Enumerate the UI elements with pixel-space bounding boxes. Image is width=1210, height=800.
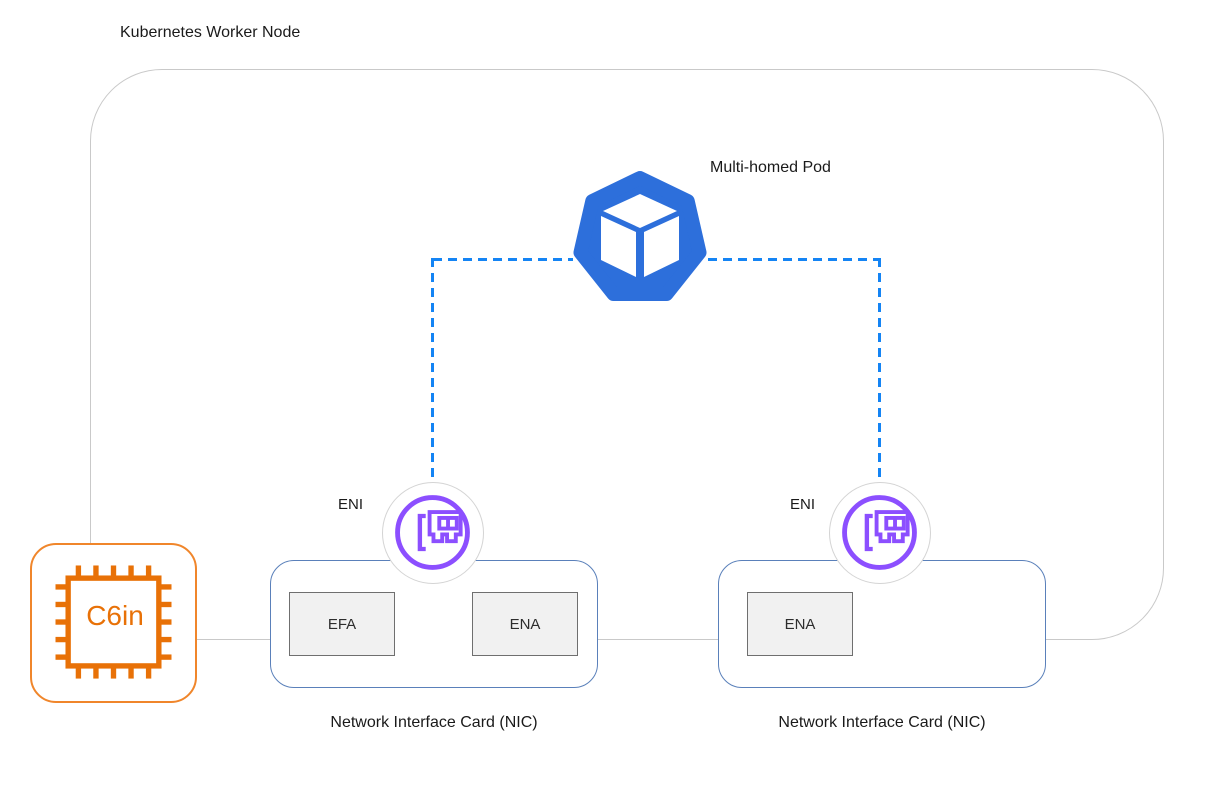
eni-label: ENI xyxy=(338,496,364,513)
nic-label-left: Network Interface Card (NIC) xyxy=(330,714,538,731)
eni-icon xyxy=(829,482,931,584)
pod-link-left-horizontal xyxy=(433,258,573,261)
efa-adapter: EFA xyxy=(289,592,395,656)
instance-type-label: C6in xyxy=(86,600,144,631)
instance-type-box xyxy=(30,543,197,703)
network-card-glyph xyxy=(395,495,470,570)
nic-label-right: Network Interface Card (NIC) xyxy=(778,714,986,731)
pod-label: Multi-homed Pod xyxy=(710,159,831,176)
ena-adapter: ENA xyxy=(472,592,578,656)
ena-adapter: ENA xyxy=(747,592,853,656)
network-card-glyph xyxy=(842,495,917,570)
eni-label: ENI xyxy=(790,496,816,513)
eni-icon xyxy=(382,482,484,584)
worker-node-boundary xyxy=(90,69,1164,640)
pod-link-left-vertical xyxy=(431,258,434,482)
diagram-title: Kubernetes Worker Node xyxy=(120,24,301,41)
kubernetes-pod-icon xyxy=(573,171,707,301)
pod-link-right-vertical xyxy=(878,258,881,482)
cpu-chip-icon xyxy=(55,565,172,679)
pod-link-right-horizontal xyxy=(708,258,880,261)
